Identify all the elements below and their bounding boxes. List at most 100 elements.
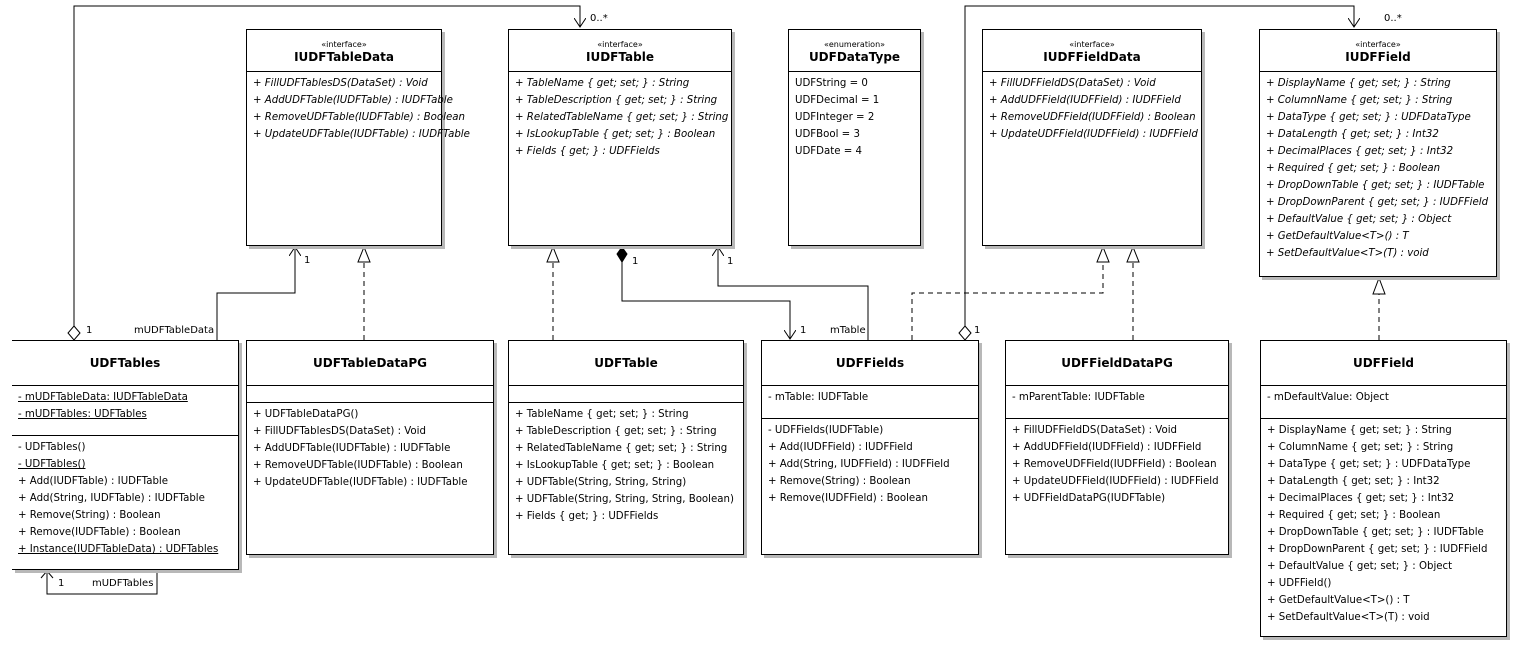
operation: + FillUDFTablesDS(DataSet) : Void	[253, 426, 426, 437]
operation: + Fields { get; } : UDFFields	[515, 146, 660, 157]
operation: + Instance(IUDFTableData) : UDFTables	[18, 544, 219, 555]
attributes-section	[509, 386, 743, 403]
assoc-udffields-iudftable	[718, 247, 869, 340]
class-iudftable[interactable]: «interface» IUDFTable + TableName { get;…	[508, 29, 732, 246]
operation: + Remove(IUDFTable) : Boolean	[18, 527, 181, 538]
multiplicity-label: 1	[632, 256, 639, 267]
self-arrow	[40, 570, 54, 579]
attributes-section: - mParentTable: IUDFTable	[1006, 386, 1228, 419]
aggregation-diamond	[958, 325, 972, 341]
class-header: UDFTables	[12, 341, 238, 386]
operations-section: + TableName { get; set; } : String + Tab…	[509, 72, 731, 160]
operations-section: + DisplayName { get; set; } : String + C…	[1260, 72, 1496, 262]
role-label: mUDFTableData	[134, 325, 215, 336]
operation: + UDFField()	[1267, 578, 1332, 589]
class-header: UDFFieldDataPG	[1006, 341, 1228, 386]
role-label: mTable	[830, 325, 866, 336]
attribute: - mTable: IUDFTable	[768, 392, 869, 403]
class-name: UDFFieldDataPG	[1061, 356, 1173, 370]
stereotype-label: «interface»	[1069, 40, 1115, 49]
realize-triangle	[1372, 276, 1386, 295]
operation: - UDFTables()	[18, 442, 86, 453]
realize-triangle	[546, 245, 560, 263]
class-udftabledatapg[interactable]: UDFTableDataPG + UDFTableDataPG() + Fill…	[246, 340, 494, 555]
assoc-udftables-self	[46, 570, 158, 595]
operation: + Remove(String) : Boolean	[18, 510, 161, 521]
operations-section: - UDFFields(IUDFTable) + Add(IUDFField) …	[762, 419, 978, 507]
operation: + RelatedTableName { get; set; } : Strin…	[515, 443, 728, 454]
operation: + GetDefaultValue<T>() : T	[1266, 231, 1409, 242]
class-udftable[interactable]: UDFTable + TableName { get; set; } : Str…	[508, 340, 744, 555]
operation: + IsLookupTable { get; set; } : Boolean	[515, 129, 716, 140]
operation: + Remove(IUDFField) : Boolean	[768, 493, 928, 504]
class-udffielddatapg[interactable]: UDFFieldDataPG - mParentTable: IUDFTable…	[1005, 340, 1229, 555]
operation: + RelatedTableName { get; set; } : Strin…	[515, 112, 729, 123]
assoc-udffields-iudffield	[964, 5, 1354, 326]
operation: + DropDownParent { get; set; } : IUDFFie…	[1267, 544, 1488, 555]
operation: + DropDownTable { get; set; } : IUDFTabl…	[1267, 527, 1484, 538]
attribute: - mParentTable: IUDFTable	[1012, 392, 1145, 403]
class-header: «interface» IUDFFieldData	[983, 30, 1201, 72]
operation: + Add(String, IUDFField) : IUDFField	[768, 459, 950, 470]
class-name: IUDFField	[1345, 50, 1411, 64]
assoc-udftables-iudftable	[73, 5, 580, 326]
attribute: - mUDFTableData: IUDFTableData	[18, 392, 188, 403]
class-iudftabledata[interactable]: «interface» IUDFTableData + FillUDFTable…	[246, 29, 470, 246]
operation: + UDFFieldDataPG(IUDFTable)	[1012, 493, 1166, 504]
class-iudffielddata[interactable]: «interface» IUDFFieldData + FillUDFField…	[982, 29, 1202, 246]
operation: + SetDefaultValue<T>(T) : void	[1266, 248, 1429, 259]
operations-section: + FillUDFTablesDS(DataSet) : Void + AddU…	[247, 72, 470, 143]
operation: + Fields { get; } : UDFFields	[515, 511, 659, 522]
operations-section: + FillUDFFieldDS(DataSet) : Void + AddUD…	[983, 72, 1201, 143]
class-udffields[interactable]: UDFFields - mTable: IUDFTable - UDFField…	[761, 340, 979, 555]
operation: + Remove(String) : Boolean	[768, 476, 911, 487]
operation: + TableName { get; set; } : String	[515, 409, 689, 420]
multiplicity-label: 1	[304, 255, 311, 266]
enum-literal: UDFInteger = 2	[795, 112, 875, 123]
operation: + AddUDFField(IUDFField) : IUDFField	[1012, 442, 1202, 453]
class-name: IUDFTableData	[294, 50, 394, 64]
operation: + DisplayName { get; set; } : String	[1266, 78, 1451, 89]
assoc-udftables-iudftabledata	[216, 247, 295, 340]
realize-triangle	[1096, 245, 1110, 263]
stereotype-label: «enumeration»	[823, 40, 886, 49]
class-udftables[interactable]: UDFTables - mUDFTableData: IUDFTableData…	[12, 340, 239, 570]
class-header: «interface» IUDFField	[1260, 30, 1496, 72]
operation: - UDFFields(IUDFTable)	[768, 425, 884, 436]
operations-section: + FillUDFFieldDS(DataSet) : Void + AddUD…	[1006, 419, 1228, 507]
multiplicity-label: 1	[727, 256, 734, 267]
realize-triangle	[1126, 245, 1140, 263]
class-name: UDFField	[1352, 356, 1415, 370]
attribute: - mDefaultValue: Object	[1267, 392, 1389, 403]
operation: + RemoveUDFField(IUDFField) : Boolean	[989, 112, 1196, 123]
class-header: UDFTableDataPG	[247, 341, 493, 386]
class-header: «interface» IUDFTableData	[247, 30, 441, 72]
multiplicity-label: 1	[974, 325, 981, 336]
class-name: UDFFields	[835, 356, 905, 370]
class-header: UDFTable	[509, 341, 743, 386]
operation: + DropDownTable { get; set; } : IUDFTabl…	[1266, 180, 1485, 191]
class-name: UDFTable	[594, 356, 658, 370]
enum-udfdatatype[interactable]: «enumeration» UDFDataType UDFString = 0 …	[788, 29, 921, 246]
operation: + RemoveUDFField(IUDFField) : Boolean	[1012, 459, 1217, 470]
operation: + SetDefaultValue<T>(T) : void	[1267, 612, 1430, 623]
operation: + AddUDFField(IUDFField) : IUDFField	[989, 95, 1181, 106]
class-header: UDFField	[1261, 341, 1506, 386]
operation: + TableDescription { get; set; } : Strin…	[515, 95, 718, 106]
multiplicity-label: 0..*	[1384, 13, 1402, 24]
operation: + ColumnName { get; set; } : String	[1266, 95, 1453, 106]
operation: + DataLength { get; set; } : Int32	[1267, 476, 1440, 487]
operation: + FillUDFFieldDS(DataSet) : Void	[989, 78, 1156, 89]
attributes-section: - mUDFTableData: IUDFTableData - mUDFTab…	[12, 386, 238, 436]
composition-iudftable-udffields	[621, 262, 790, 339]
operations-section: - UDFTables() - UDFTables() + Add(IUDFTa…	[12, 436, 238, 558]
operation: + DropDownParent { get; set; } : IUDFFie…	[1266, 197, 1489, 208]
class-header: «interface» IUDFTable	[509, 30, 731, 72]
class-iudffield[interactable]: «interface» IUDFField + DisplayName { ge…	[1259, 29, 1497, 277]
class-udffield[interactable]: UDFField - mDefaultValue: Object + Displ…	[1260, 340, 1507, 637]
class-name: IUDFFieldData	[1043, 50, 1141, 64]
enum-literal: UDFDate = 4	[795, 146, 863, 157]
operation: + TableName { get; set; } : String	[515, 78, 690, 89]
operation: + UpdateUDFField(IUDFField) : IUDFField	[1012, 476, 1219, 487]
